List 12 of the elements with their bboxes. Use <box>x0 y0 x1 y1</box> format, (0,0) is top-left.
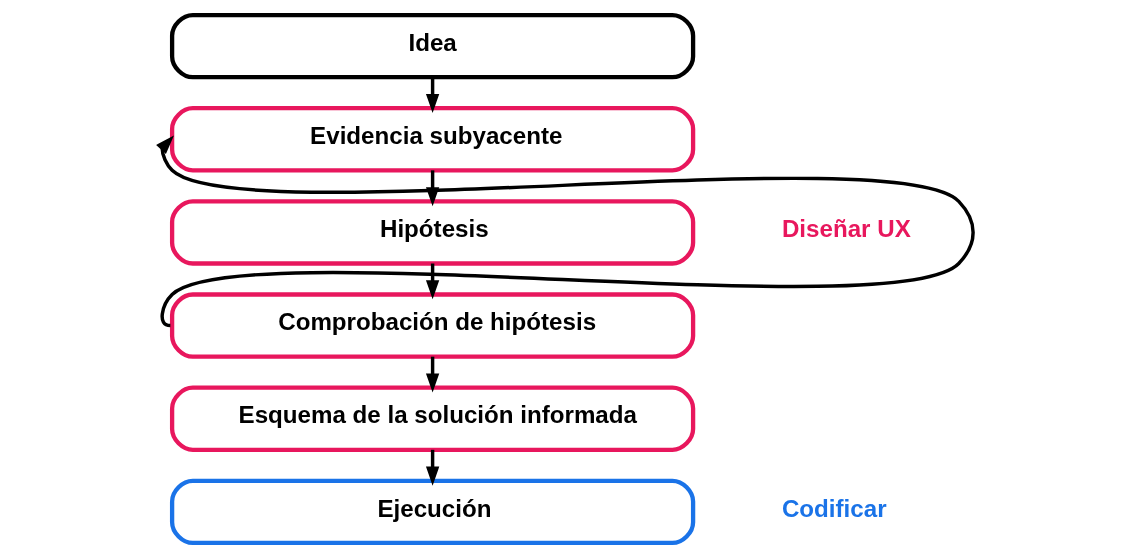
label: Diseñar UX <box>781 215 911 243</box>
node-box: Idea <box>169 12 695 80</box>
arrow <box>425 263 439 300</box>
node-box: Evidencia subyacente <box>169 106 695 173</box>
node-box: Hipótesis <box>169 199 695 266</box>
arrow <box>425 449 439 486</box>
arrow <box>425 77 439 114</box>
node-box: Comprobación de hipótesis <box>169 292 695 359</box>
node-box: Ejecución <box>169 478 695 546</box>
label: Codificar <box>781 494 887 522</box>
node-box: Esquema de la solución informada <box>169 385 695 452</box>
arrow <box>425 356 439 393</box>
